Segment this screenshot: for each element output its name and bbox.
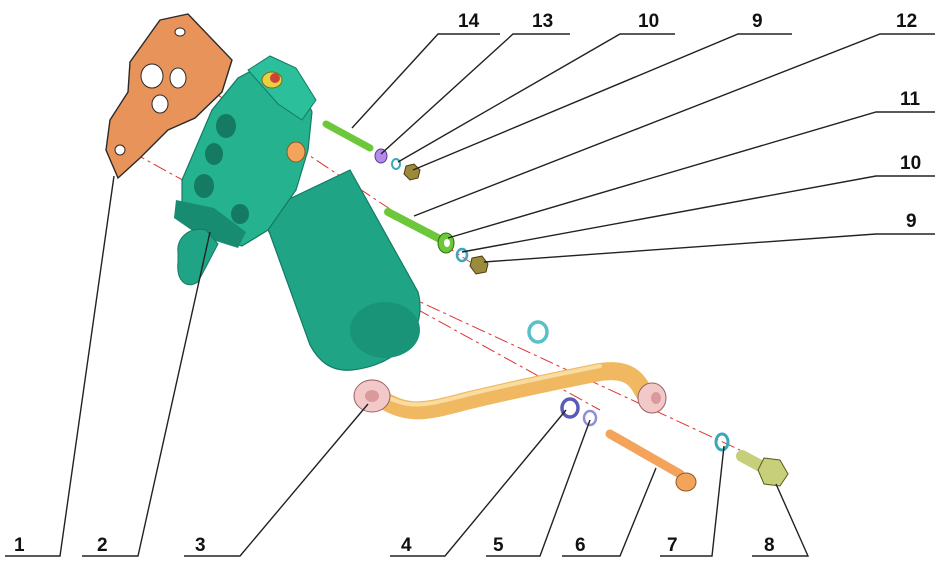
oil-pipe (353, 362, 667, 420)
callout-13: 13 (532, 11, 553, 32)
leader-9-top (412, 33, 792, 171)
nut-lower (469, 255, 489, 275)
callout-10-mid: 10 (900, 153, 921, 174)
oil-pipe-tube (371, 362, 657, 420)
nut-upper (403, 163, 421, 181)
stud-lower-shaft (384, 208, 442, 242)
callout-11: 11 (900, 89, 921, 110)
callout-2: 2 (97, 535, 108, 556)
housing-boss (216, 114, 236, 138)
housing-top-bracket (247, 55, 317, 121)
leader-10-mid (461, 175, 935, 253)
leader-12 (413, 33, 935, 217)
callout-9-top: 9 (752, 11, 763, 32)
leader-8 (752, 483, 810, 557)
gasket-hole (140, 63, 164, 89)
gasket-hole (114, 144, 126, 156)
leader-7 (660, 445, 725, 557)
housing-boss (231, 204, 249, 224)
leader-10-top (397, 33, 675, 163)
leader-9-mid (483, 233, 935, 263)
gasket-plate (105, 13, 233, 180)
housing-boss (205, 143, 223, 165)
housing-canister-end (350, 302, 420, 358)
callout-14: 14 (458, 11, 480, 32)
callout-7: 7 (667, 535, 678, 556)
leader-lines (5, 33, 935, 557)
bolt (605, 429, 697, 492)
washer-cyan-upper (391, 158, 401, 170)
oil-pipe-highlight (378, 364, 602, 407)
gasket-hole (151, 94, 169, 114)
washer-green-hole (444, 239, 450, 247)
callout-4: 4 (401, 535, 412, 556)
callout-1: 1 (14, 535, 25, 556)
washer-cyan-lower (455, 247, 469, 263)
bolt-head (675, 472, 697, 492)
gasket (105, 13, 233, 180)
leader-3 (184, 403, 369, 557)
washer-violet-4 (560, 397, 580, 419)
housing-flange (174, 200, 246, 248)
housing-top-cap (270, 73, 280, 83)
housing-boss (194, 174, 214, 198)
callout-12: 12 (896, 11, 917, 32)
callout-6: 6 (575, 535, 586, 556)
pipe-banjo-left-hole (365, 390, 379, 402)
callout-9-mid: 9 (906, 211, 917, 232)
leader-14 (351, 33, 500, 129)
callout-8: 8 (764, 535, 775, 556)
leader-13 (380, 33, 570, 155)
leader-5 (486, 419, 591, 557)
callout-5: 5 (493, 535, 504, 556)
filter-housing (174, 55, 421, 371)
stud-upper-shaft (322, 120, 374, 152)
banjo-bolt-head (757, 457, 789, 487)
leader-11 (447, 111, 935, 239)
bolt-shank (605, 429, 685, 479)
stud-upper (322, 120, 374, 152)
washer-cyan-middle (527, 320, 549, 344)
leader-6 (562, 467, 657, 557)
washer-violet-upper (374, 148, 388, 164)
washer-violet-5 (582, 409, 598, 427)
banjo-bolt (736, 450, 789, 487)
leader-1 (5, 175, 115, 557)
gasket-hole (174, 27, 186, 37)
callout-labels: 14 13 10 9 12 11 10 9 1 2 3 4 5 6 7 8 (14, 11, 921, 556)
housing-outlet-spigot (177, 228, 219, 286)
washer-cyan-7 (714, 432, 730, 452)
leader-4 (390, 409, 567, 557)
leader-2 (82, 231, 211, 557)
housing-orange-plug (286, 141, 306, 163)
callout-3: 3 (195, 535, 206, 556)
gasket-hole (169, 67, 187, 89)
callout-10-top: 10 (638, 11, 659, 32)
pipe-banjo-right-hole (651, 392, 661, 404)
